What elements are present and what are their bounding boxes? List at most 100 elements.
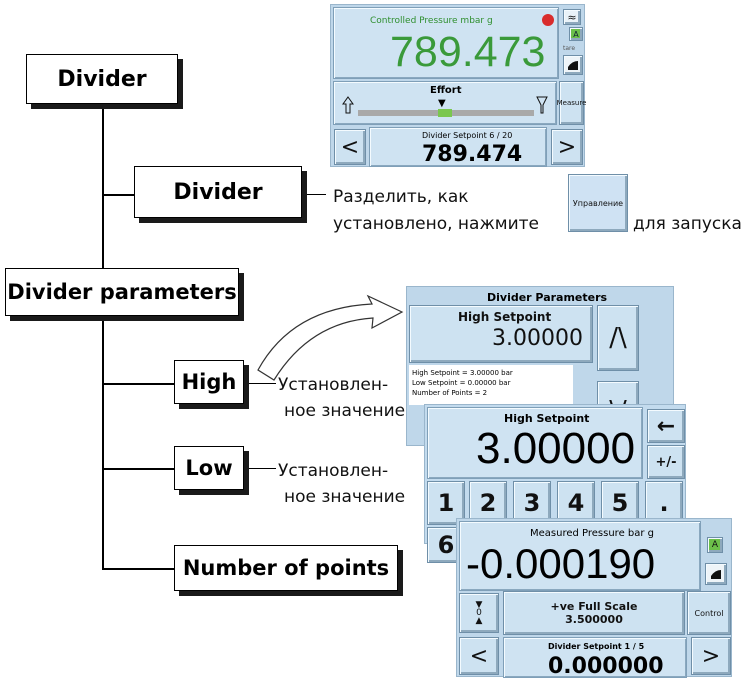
next-label: > (557, 134, 577, 160)
pressure-title: Controlled Pressure mbar g (370, 16, 493, 26)
screen-measured-pressure: Measured Pressure bar g -0.000190 A ▼ 0 … (456, 518, 732, 679)
field-label: High Setpoint (458, 310, 552, 324)
key-label: 4 (567, 489, 585, 517)
note-divide-line1: Разделить, как (333, 187, 469, 207)
note-high-line1: Установлен- (278, 375, 389, 395)
note-low-line2: ное значение (284, 487, 406, 507)
plusminus-button[interactable]: +/- (647, 445, 685, 479)
badge-a-label: A (711, 540, 719, 550)
key-2[interactable]: 2 (469, 481, 507, 525)
tree-trunk-upper (102, 106, 104, 268)
tree-branch-high (102, 383, 174, 385)
field-value: 3.00000 (492, 326, 583, 351)
prev-setpoint-button[interactable]: < (334, 129, 366, 165)
zero-label: 0 (476, 608, 482, 618)
key-1[interactable]: 1 (427, 481, 465, 525)
measured-title: Measured Pressure bar g (530, 528, 655, 539)
tree-branch-divider (102, 194, 134, 196)
prev-setpoint-button[interactable]: < (459, 637, 499, 675)
status-badge-tare: tare (563, 45, 576, 52)
measured-panel: Measured Pressure bar g -0.000190 (459, 521, 701, 591)
menu-box-number-of-points[interactable]: Number of points (174, 545, 398, 591)
high-setpoint-field[interactable]: High Setpoint 3.00000 (409, 305, 593, 363)
connector-high-note (244, 383, 276, 384)
menu-box-low[interactable]: Low (174, 446, 244, 490)
effort-panel: Effort ▼ (333, 81, 557, 125)
menu-box-label: Divider (173, 179, 263, 205)
key-label: 1 (437, 489, 455, 517)
key-label: 6 (437, 531, 455, 559)
next-setpoint-button[interactable]: > (551, 129, 583, 165)
backspace-button[interactable]: ← (647, 409, 685, 443)
screen-controlled-pressure: Controlled Pressure mbar g 789.473 ≈ A t… (330, 4, 587, 167)
status-icon-wave[interactable]: ≈ (563, 9, 581, 25)
key-label: 5 (611, 489, 629, 517)
prev-label: < (469, 643, 489, 669)
next-setpoint-button[interactable]: > (691, 637, 731, 675)
key-5[interactable]: 5 (601, 481, 639, 525)
badge-a-label: A (573, 29, 579, 39)
menu-box-label: Divider parameters (7, 280, 237, 304)
entry-panel: High Setpoint 3.00000 (427, 407, 643, 479)
params-title: Divider Parameters (487, 291, 608, 304)
status-badge-a: A (569, 27, 583, 41)
menu-box-label: Number of points (182, 556, 390, 580)
control-button-label: Управление (572, 198, 624, 208)
backspace-icon: ← (656, 413, 676, 439)
control-button-label: Control (694, 608, 724, 618)
tree-branch-low (102, 468, 174, 470)
key-label: . (659, 489, 669, 517)
pressure-panel: Controlled Pressure mbar g 789.473 (333, 7, 559, 79)
note-to-start: для запуска (633, 214, 742, 234)
fullscale-label: +ve Full Scale (550, 600, 638, 613)
measure-button-label: Measure (556, 99, 587, 107)
arrow-down-icon (536, 96, 548, 114)
tree-branch-points (102, 568, 174, 570)
key-label: 3 (523, 489, 541, 517)
setpoint-value: 789.474 (422, 142, 523, 167)
key-4[interactable]: 4 (557, 481, 595, 525)
measure-button[interactable]: Measure (556, 81, 587, 125)
key-label: 2 (479, 489, 497, 517)
arrow-up-icon (342, 96, 354, 114)
setpoint-panel: Divider Setpoint 6 / 20 789.474 (369, 127, 547, 167)
setpoint-label: Divider Setpoint 6 / 20 (422, 131, 513, 140)
info-panel: High Setpoint = 3.00000 bar Low Setpoint… (409, 365, 573, 405)
alarm-icon (542, 14, 554, 26)
menu-box-divider-sub[interactable]: Divider (134, 166, 302, 218)
up-button[interactable]: /\ (597, 305, 639, 371)
connector-divider-note (304, 194, 326, 195)
key-dot[interactable]: . (645, 481, 683, 525)
tree-trunk-lower (102, 316, 104, 570)
measured-value: -0.000190 (466, 540, 656, 587)
connector-low-note (244, 468, 276, 469)
fullscale-panel[interactable]: +ve Full Scale 3.500000 (503, 591, 685, 635)
control-button-ru[interactable]: Управление (568, 174, 628, 232)
zero-control[interactable]: ▼ 0 ▲ (459, 593, 499, 633)
screen-high-setpoint-entry: High Setpoint 3.00000 ← +/- 1 2 3 4 5 . … (424, 404, 686, 563)
vent-icon (568, 61, 578, 70)
note-high-line2: ное значение (284, 401, 406, 421)
setpoint-value: 0.000000 (548, 654, 664, 679)
mode-icon[interactable] (705, 563, 727, 585)
menu-box-label: Low (185, 456, 233, 480)
effort-marker-icon: ▼ (438, 98, 446, 109)
fullscale-value: 3.500000 (565, 613, 623, 626)
entry-title: High Setpoint (504, 412, 590, 425)
prev-label: < (340, 134, 360, 160)
menu-box-label: High (181, 370, 237, 394)
zero-up-icon: ▼ (475, 600, 483, 610)
pressure-value: 789.473 (390, 28, 546, 76)
menu-box-divider-top[interactable]: Divider (26, 54, 178, 104)
curved-arrow (257, 294, 404, 381)
zero-down-icon: ▲ (475, 616, 483, 626)
setpoint-label: Divider Setpoint 1 / 5 (548, 642, 645, 651)
menu-box-high[interactable]: High (174, 360, 244, 404)
next-label: > (701, 643, 721, 669)
note-divide-line2: установлено, нажмите (333, 214, 539, 234)
menu-box-divider-parameters[interactable]: Divider parameters (5, 268, 239, 316)
control-button[interactable]: Control (687, 591, 731, 635)
mode-icon[interactable] (563, 55, 583, 75)
plusminus-label: +/- (655, 454, 677, 470)
effort-label: Effort (430, 85, 462, 96)
